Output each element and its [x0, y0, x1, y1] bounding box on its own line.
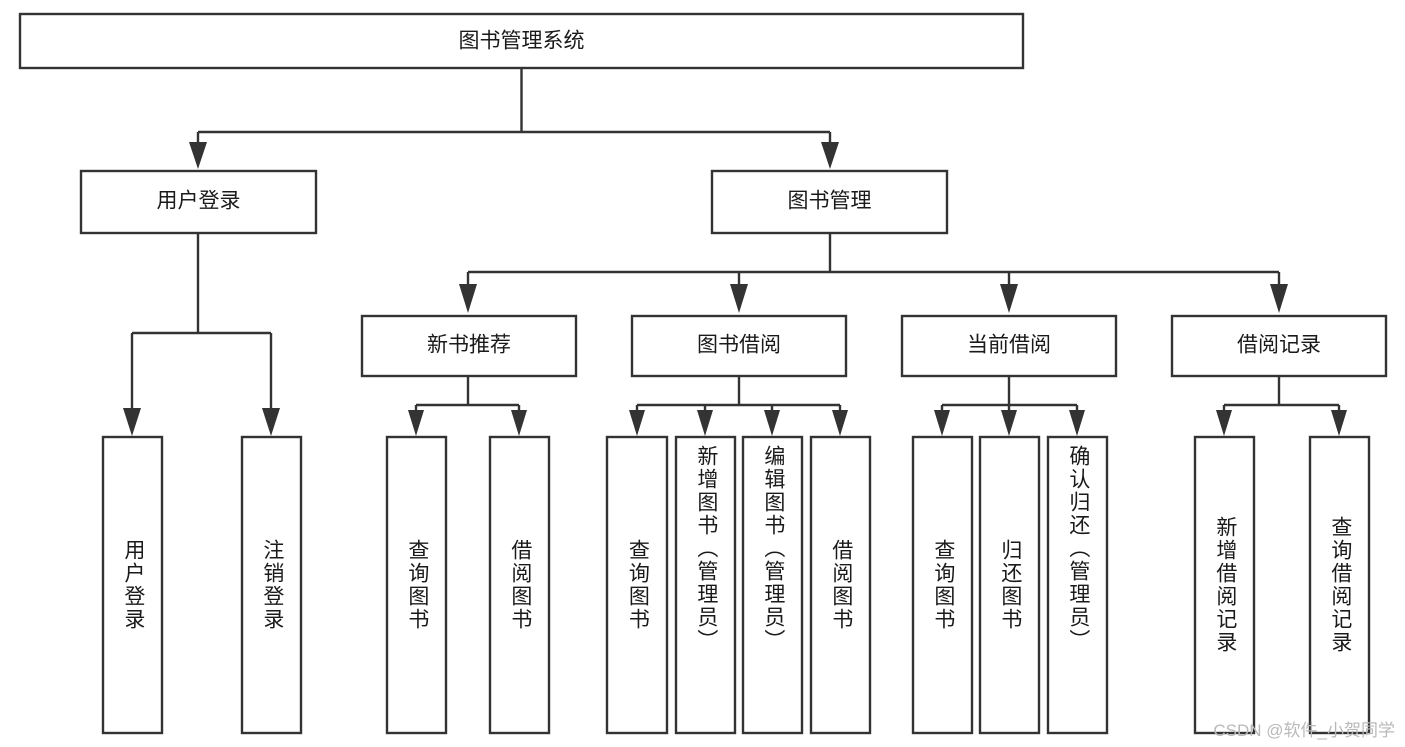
node-root-label: 图书管理系统	[459, 30, 585, 53]
connector-group-borrow-records	[1216, 376, 1347, 436]
arrowhead-newbooks-leaf-1	[408, 410, 424, 436]
arrowhead-borrow-leaf-1	[629, 410, 645, 436]
arrowhead-records-leaf-2	[1331, 410, 1347, 436]
leaf-box-query-books-3[interactable]	[911, 435, 974, 735]
arrowhead-login-leaf-1	[123, 408, 141, 436]
node-user-login-box[interactable]	[79, 169, 318, 235]
arrowhead-borrow-leaf-3	[764, 410, 780, 436]
node-current-borrowing-box[interactable]	[900, 314, 1118, 378]
node-current-borrowing[interactable]: 当前借阅	[900, 314, 1118, 378]
node-current-borrowing-label: 当前借阅	[967, 334, 1051, 357]
arrowhead-current-leaf-2	[1001, 410, 1017, 436]
leaf-box-logout[interactable]	[240, 435, 303, 735]
arrowhead-bookmgmt-current	[1000, 284, 1018, 313]
connector-group-user-login	[123, 233, 280, 436]
connector-group-root	[189, 69, 839, 169]
arrowhead-borrow-leaf-2	[697, 410, 713, 436]
leaf-box-query-record[interactable]	[1308, 435, 1371, 735]
node-new-book-recommendation-label: 新书推荐	[427, 334, 511, 357]
connector-group-current-borrow	[934, 376, 1085, 436]
node-book-borrowing-label: 图书借阅	[697, 334, 781, 357]
leaf-box-return-books[interactable]	[978, 435, 1041, 735]
leaf-box-query-books-2[interactable]	[605, 435, 669, 735]
node-root-box[interactable]	[18, 12, 1025, 70]
arrowhead-current-leaf-1	[934, 410, 950, 436]
node-book-management-box[interactable]	[710, 169, 949, 235]
node-book-management[interactable]: 图书管理	[710, 169, 949, 235]
node-root-book-management-system[interactable]: 图书管理系统	[18, 12, 1025, 70]
leaf-box-borrow-books-1[interactable]	[488, 435, 551, 735]
arrowhead-borrow-leaf-4	[832, 410, 848, 436]
arrowhead-newbooks-leaf-2	[511, 410, 527, 436]
connector-group-new-books	[408, 376, 527, 436]
arrowhead-records-leaf-1	[1216, 410, 1232, 436]
node-borrowing-records[interactable]: 借阅记录	[1170, 314, 1388, 378]
arrowhead-root-to-bookmgmt	[821, 142, 839, 169]
node-borrowing-records-label: 借阅记录	[1237, 334, 1321, 357]
node-new-book-recommendation[interactable]: 新书推荐	[360, 314, 578, 378]
node-user-login-label: 用户登录	[157, 190, 241, 213]
node-book-borrowing[interactable]: 图书借阅	[630, 314, 848, 378]
arrowhead-current-leaf-3	[1069, 410, 1085, 436]
node-book-borrowing-box[interactable]	[630, 314, 848, 378]
node-user-login[interactable]: 用户登录	[79, 169, 318, 235]
leaf-box-edit-book-admin[interactable]	[741, 435, 804, 735]
node-new-book-recommendation-box[interactable]	[360, 314, 578, 378]
leaf-box-borrow-books-2[interactable]	[809, 435, 872, 735]
arrowhead-login-leaf-2	[262, 408, 280, 436]
leaf-box-add-book-admin[interactable]	[674, 435, 737, 735]
leaf-box-add-record[interactable]	[1193, 435, 1256, 735]
leaf-box-user-login[interactable]	[101, 435, 164, 735]
arrowhead-root-to-login	[189, 142, 207, 169]
leaf-box-query-books-1[interactable]	[385, 435, 448, 735]
node-book-management-label: 图书管理	[788, 190, 872, 213]
node-borrowing-records-box[interactable]	[1170, 314, 1388, 378]
connector-group-book-borrow	[629, 376, 848, 436]
connector-group-book-management	[459, 233, 1288, 313]
arrowhead-bookmgmt-records	[1270, 284, 1288, 313]
leaf-box-confirm-return-admin[interactable]	[1046, 435, 1109, 735]
arrowhead-bookmgmt-new-books	[459, 284, 477, 313]
arrowhead-bookmgmt-borrow	[730, 284, 748, 313]
